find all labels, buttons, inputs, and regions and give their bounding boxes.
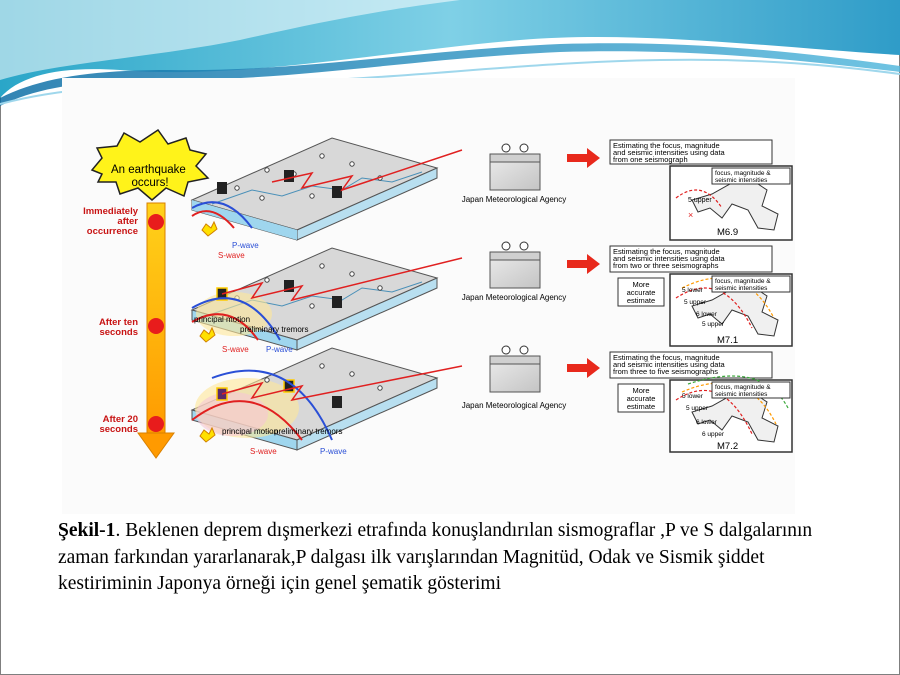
svg-text:6 lower: 6 lower — [696, 419, 718, 426]
agency-station-2: Japan Meteorological Agency — [462, 241, 567, 302]
preliminary-tremors-label-2: preliminary tremors — [240, 325, 308, 334]
terrain-block-2: principal motion preliminary tremors S-w… — [190, 247, 463, 354]
agency-label-3: Japan Meteorological Agency — [462, 401, 567, 410]
principal-motion-label-3: principal motion — [222, 427, 278, 436]
timeline-marker-1 — [148, 214, 164, 230]
intensity-map-3: focus, magnitude &seismic intensities 5 … — [669, 375, 793, 453]
s-wave-label-2: S-wave — [222, 345, 249, 354]
svg-text:5 lower: 5 lower — [682, 287, 704, 294]
agency-station-1: Japan Meteorological Agency — [462, 143, 567, 204]
timeline-arrow — [137, 202, 175, 459]
timeline-marker-3 — [148, 416, 164, 432]
magnitude-2: M7.1 — [717, 335, 738, 346]
svg-text:×: × — [688, 210, 693, 220]
svg-text:5 upper: 5 upper — [688, 197, 712, 204]
timeline-marker-2 — [148, 318, 164, 334]
s-wave-label-3: S-wave — [250, 447, 277, 456]
svg-text:focus, magnitude &seismic inte: focus, magnitude &seismic intensities — [715, 278, 771, 292]
terrain-block-1: P-wave S-wave — [190, 137, 463, 260]
burst-text: An earthquake occurs! — [111, 164, 189, 189]
svg-text:focus, magnitude &seismic inte: focus, magnitude &seismic intensities — [715, 384, 771, 398]
svg-text:5 lower: 5 lower — [682, 393, 704, 400]
red-arrows — [567, 148, 600, 378]
svg-text:5 upper: 5 upper — [702, 321, 725, 328]
svg-text:6 lower: 6 lower — [696, 311, 718, 318]
agency-label-1: Japan Meteorological Agency — [462, 195, 567, 204]
svg-text:5 upper: 5 upper — [686, 405, 709, 412]
earthquake-burst: An earthquake occurs! — [90, 128, 210, 201]
figure-caption: Şekil-1. Beklenen deprem dışmerkezi etra… — [58, 518, 858, 598]
preliminary-tremors-label-3: preliminary tremors — [274, 427, 342, 436]
p-wave-label-1: P-wave — [232, 241, 259, 250]
svg-text:5 upper: 5 upper — [684, 299, 707, 306]
p-wave-label-3: P-wave — [320, 447, 347, 456]
principal-motion-label-2: principal motion — [194, 315, 250, 324]
magnitude-3: M7.2 — [717, 441, 738, 452]
svg-text:6 upper: 6 upper — [702, 431, 725, 438]
terrain-block-3: principal motion preliminary tremors S-w… — [190, 347, 463, 456]
caption-label: Şekil-1 — [58, 520, 116, 541]
agency-station-3: Japan Meteorological Agency — [462, 345, 567, 410]
intensity-map-1: focus, magnitude &seismic intensities 5 … — [669, 165, 793, 241]
caption-text: . Beklenen deprem dışmerkezi etrafında k… — [58, 520, 813, 594]
svg-text:focus, magnitude &seismic inte: focus, magnitude &seismic intensities — [715, 170, 771, 184]
p-wave-label-2: P-wave — [266, 345, 293, 354]
s-wave-label-1: S-wave — [218, 251, 245, 260]
agency-label-2: Japan Meteorological Agency — [462, 293, 567, 302]
intensity-map-2: focus, magnitude &seismic intensities 5 … — [669, 273, 793, 347]
magnitude-1: M6.9 — [717, 227, 738, 238]
